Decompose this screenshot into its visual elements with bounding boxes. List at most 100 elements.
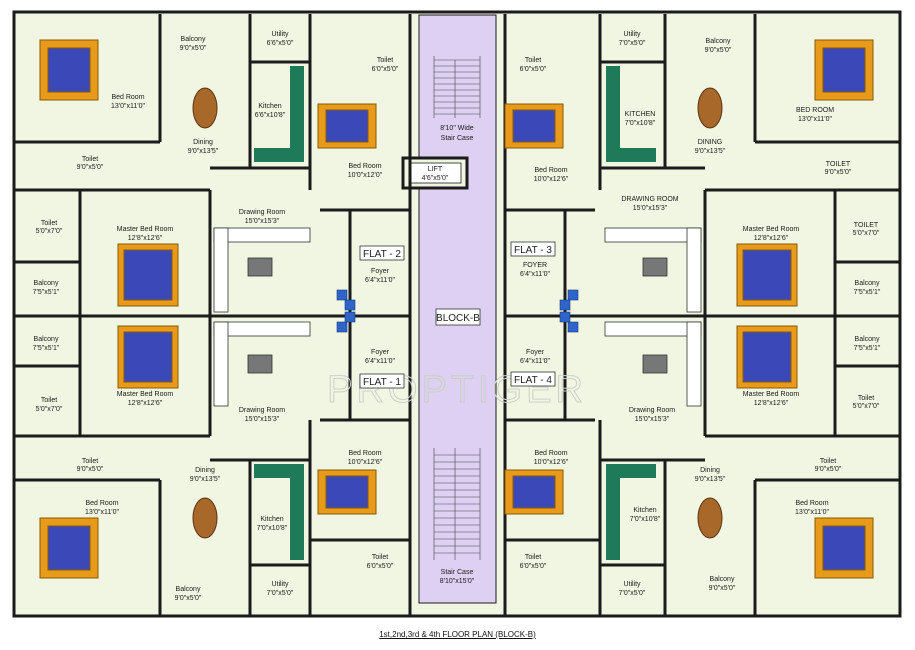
room-size: 10'0"x12'6" <box>534 459 569 466</box>
room-name: Toilet <box>82 156 98 163</box>
room-size: 9'0"x5'0" <box>825 169 852 176</box>
room-name: Balcony <box>706 38 731 45</box>
room-name: Drawing Room <box>629 407 675 414</box>
room-size: 9'0"x5'0" <box>77 164 104 171</box>
foyer-chairs <box>336 289 579 333</box>
room-size: 9'0"x5'0" <box>77 466 104 473</box>
room-name: Bed Room <box>534 167 567 174</box>
room-size: 13'0"x11'0" <box>798 116 832 123</box>
bed-bl <box>39 517 99 579</box>
bed-cl2 <box>317 469 377 515</box>
room-name: Dining <box>193 139 213 146</box>
room-size: 10'0"x12'6" <box>534 176 569 183</box>
room-size: 5'0"x7'0" <box>36 406 63 413</box>
room-name: Master Bed Room <box>117 391 174 398</box>
block-label: BLOCK-B <box>436 313 480 324</box>
walls <box>14 14 900 616</box>
kitchen-counters <box>254 66 656 560</box>
room-size: 7'5"x5'1" <box>33 345 60 352</box>
room-size: 9'0"x13'5" <box>695 148 726 155</box>
room-size: 9'0"x5'0" <box>705 47 732 54</box>
stair-bottom-name: Stair Case <box>441 569 474 576</box>
room-name: FOYER <box>523 262 547 269</box>
room-size: 9'0"x5'0" <box>180 45 207 52</box>
room-size: 9'0"x5'0" <box>175 595 202 602</box>
dining-tables <box>192 87 723 539</box>
room-name: Utility <box>271 31 289 38</box>
room-size: 6'6"x10'8" <box>255 112 286 119</box>
flat-3-label: FLAT - 3 <box>514 245 552 256</box>
bed-cl1 <box>317 103 377 149</box>
plan-caption: 1st,2nd,3rd & 4th FLOOR PLAN (BLOCK-B) <box>379 630 536 639</box>
room-name: Foyer <box>526 349 545 356</box>
room-name: Toilet <box>525 554 541 561</box>
room-name: Toilet <box>525 57 541 64</box>
beds <box>39 39 874 579</box>
room-name: Toilet <box>858 395 874 402</box>
room-size: 6'0"x5'0" <box>367 563 394 570</box>
room-name: Balcony <box>710 576 735 583</box>
room-name: Toilet <box>41 397 57 404</box>
room-name: Bed Room <box>85 500 118 507</box>
lower-stair-treads <box>433 448 481 560</box>
room-name: Balcony <box>855 336 880 343</box>
room-name: Drawing Room <box>239 407 285 414</box>
room-size: 10'0"x12'0" <box>348 172 383 179</box>
room-name: Bed Room <box>111 94 144 101</box>
room-name: Bed Room <box>795 500 828 507</box>
room-name: Toilet <box>82 458 98 465</box>
room-size: 15'0"x15'3" <box>245 218 280 225</box>
room-size: 6'4"x11'0" <box>365 277 396 284</box>
room-size: 9'0"x13'5" <box>695 476 726 483</box>
room-size: 6'4"x11'0" <box>365 358 396 365</box>
room-size: 7'5"x5'1" <box>854 289 881 296</box>
room-name: Master Bed Room <box>743 226 800 233</box>
room-size: 7'0"x10'8" <box>630 516 661 523</box>
room-name: Toilet <box>820 458 836 465</box>
room-size: 12'8"x12'6" <box>128 235 163 242</box>
room-name: Dining <box>195 467 215 474</box>
room-size: 7'0"x5'0" <box>619 590 646 597</box>
room-name: Dining <box>700 467 720 474</box>
room-size: 6'4"x11'0" <box>520 358 551 365</box>
room-name: Toilet <box>41 220 57 227</box>
room-size: 12'8"x12'6" <box>128 400 163 407</box>
room-name: KITCHEN <box>625 111 656 118</box>
flat-2-label: FLAT - 2 <box>363 249 401 260</box>
lift-name: LIFT <box>428 166 443 173</box>
room-size: 9'0"x5'0" <box>709 585 736 592</box>
room-name: Bed Room <box>348 450 381 457</box>
bed-br <box>814 517 874 579</box>
flat-labels: FLAT - 1 FLAT - 2 FLAT - 3 FLAT - 4 <box>359 241 556 389</box>
room-name: Balcony <box>34 336 59 343</box>
room-name: Kitchen <box>633 507 656 514</box>
room-size: 13'0"x11'0" <box>111 103 145 110</box>
bed-tr <box>814 39 874 101</box>
lift-size: 4'6"x5'0" <box>422 175 449 182</box>
room-size: 6'0"x5'0" <box>520 563 547 570</box>
sofa-sets <box>213 227 702 407</box>
room-size: 5'0"x7'0" <box>853 230 880 237</box>
room-labels: Bed Room 13'0"x11'0" Balcony 9'0"x5'0" U… <box>33 31 881 602</box>
stair-top-size: Stair Case <box>441 135 474 142</box>
room-size: 6'0"x5'0" <box>520 66 547 73</box>
room-name: Balcony <box>34 280 59 287</box>
room-size: 15'0"x15'3" <box>633 205 668 212</box>
labels-core: BLOCK-B 8'10" Wide Stair Case Stair Case… <box>422 125 481 585</box>
room-name: Master Bed Room <box>117 226 174 233</box>
room-size: 9'0"x5'0" <box>815 466 842 473</box>
room-name: Utility <box>271 581 289 588</box>
bed-ml2 <box>117 325 179 389</box>
stair-top-name: 8'10" Wide <box>440 125 474 132</box>
room-size: 7'0"x10'8" <box>257 525 288 532</box>
room-size: 13'0"x11'0" <box>85 509 119 516</box>
bed-ml1 <box>117 243 179 307</box>
room-size: 5'0"x7'0" <box>853 403 880 410</box>
room-size: 6'4"x11'0" <box>520 271 551 278</box>
room-size: 6'6"x5'0" <box>267 40 294 47</box>
room-name: Toilet <box>377 57 393 64</box>
bed-mr2 <box>736 325 798 389</box>
room-name: Balcony <box>176 586 201 593</box>
room-size: 7'5"x5'1" <box>33 289 60 296</box>
room-name: DINING <box>698 139 723 146</box>
